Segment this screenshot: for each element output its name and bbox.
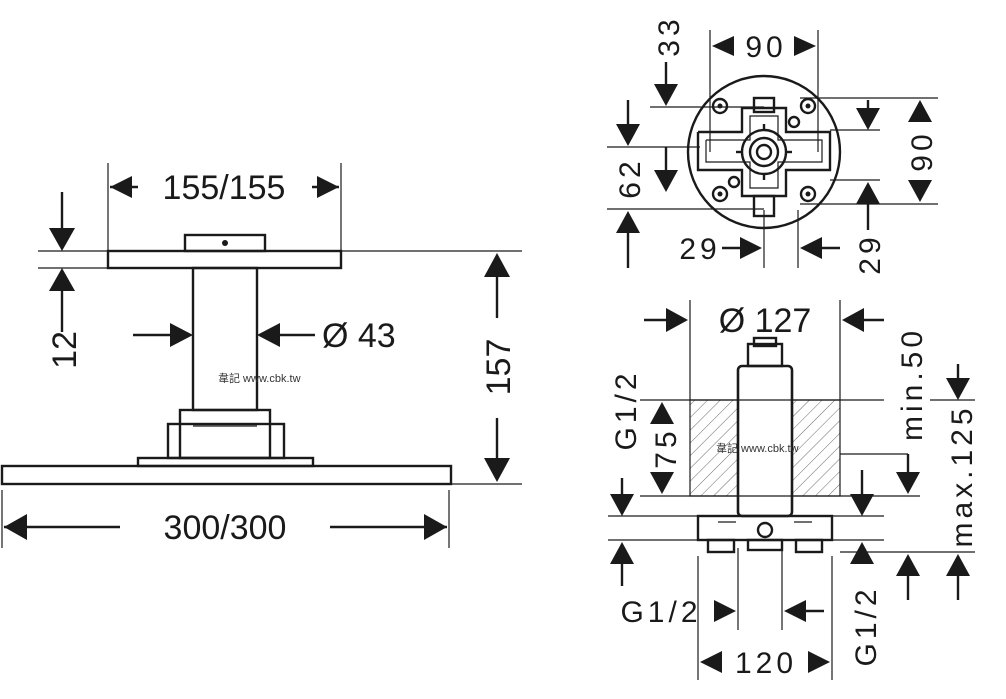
top-view: 90 33 62 90 — [607, 15, 939, 275]
dim-arm-diameter: Ø 43 — [133, 317, 396, 355]
thread-left-label: G1/2 — [620, 596, 701, 629]
body-length-label: 120 — [735, 647, 797, 680]
min-depth-label: min.50 — [896, 327, 929, 441]
dim-top-62: 62 — [607, 100, 764, 268]
wall-section-right — [789, 399, 841, 497]
wall-depth-label: 75 — [650, 427, 683, 468]
dim-thread-right: G1/2 — [850, 585, 883, 666]
swivel-joint — [178, 408, 272, 460]
dim-head-size: 300/300 — [1, 490, 450, 548]
dim-top-29-horizontal: 29 — [679, 210, 840, 268]
dim-flange-diameter: Ø 127 — [644, 300, 884, 400]
wall-section-left — [689, 399, 741, 497]
shower-head — [0, 464, 453, 486]
dim-body-length: 120 — [697, 556, 833, 680]
flange-diameter-label: Ø 127 — [719, 302, 812, 340]
arm-diameter-label: Ø 43 — [322, 317, 396, 355]
shower-arm — [191, 266, 259, 412]
plate-size-label: 155/155 — [163, 169, 286, 207]
dim-plate-size: 155/155 — [107, 163, 342, 251]
dim-total-height: 157 — [341, 250, 522, 485]
max-depth-label: max.125 — [946, 404, 979, 547]
ceiling-plate — [106, 249, 343, 270]
dim-thread-left: G1/2 — [620, 548, 824, 630]
dim-plate-thickness: 12 — [38, 192, 108, 369]
dim-top-29-vertical: 29 — [830, 100, 887, 275]
dim-wall-depth: 75 — [650, 402, 683, 494]
dim-max-depth: max.125 — [930, 364, 979, 600]
dim-thread-top: G1/2 — [610, 369, 643, 586]
top-29-horizontal-label: 29 — [679, 233, 720, 266]
valve-body — [736, 364, 794, 518]
top-62-label: 62 — [614, 157, 647, 198]
dim-top-width: 90 — [709, 30, 819, 152]
watermark-right: 韋記 www.cbk.tw — [716, 441, 799, 455]
top-height-label: 90 — [906, 130, 939, 171]
top-width-label: 90 — [745, 31, 786, 64]
thread-right-label: G1/2 — [850, 585, 883, 666]
thread-top-label: G1/2 — [610, 369, 643, 450]
head-size-label: 300/300 — [164, 509, 287, 547]
side-view: 155/155 12 Ø 43 157 — [0, 163, 522, 548]
dim-top-33: 33 — [650, 15, 764, 108]
top-33-label: 33 — [653, 15, 686, 56]
dim-min-depth: min.50 — [840, 327, 929, 600]
watermark-left: 韋記 www.cbk.tw — [218, 371, 301, 385]
plate-thickness-label: 12 — [46, 331, 84, 369]
top-connector — [183, 233, 267, 253]
dim-top-height: 90 — [800, 97, 939, 205]
section-view: Ø 127 75 G1/2 min.50 — [608, 300, 979, 680]
total-height-label: 157 — [480, 339, 518, 396]
top-29-vertical-label: 29 — [854, 233, 887, 274]
